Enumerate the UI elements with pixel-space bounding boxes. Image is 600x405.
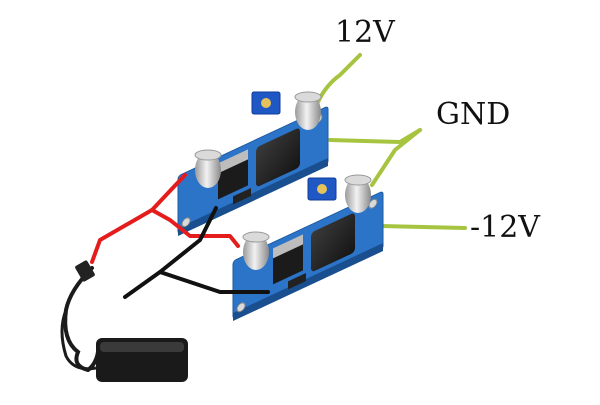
label-neg-12v: -12V xyxy=(470,210,540,245)
upper-module-parts xyxy=(194,91,322,188)
capacitor-input xyxy=(243,234,269,270)
buck-module-lower xyxy=(232,191,384,321)
capacitor-output xyxy=(295,94,321,130)
diode xyxy=(233,187,251,205)
negative-input-wires xyxy=(123,206,270,299)
capacitor-output xyxy=(345,177,371,213)
buck-module-upper xyxy=(177,106,329,236)
diode xyxy=(288,272,306,290)
adapter-cable xyxy=(63,266,100,373)
mounting-hole xyxy=(236,302,246,313)
capacitor-input xyxy=(195,152,221,188)
wire-n12v xyxy=(378,224,467,230)
label-gnd: GND xyxy=(436,97,511,132)
wire-gnd-bottom xyxy=(370,128,422,187)
inductor xyxy=(256,128,300,187)
lower-module-parts xyxy=(242,174,372,270)
output-wires xyxy=(316,53,467,230)
positive-input-wires xyxy=(90,173,240,264)
label-12v: 12V xyxy=(335,15,395,50)
power-adapter xyxy=(60,260,188,382)
mounting-hole xyxy=(368,198,378,209)
inductor xyxy=(311,213,355,272)
mounting-hole xyxy=(181,217,191,228)
wire-12v xyxy=(316,53,362,104)
dc-plug xyxy=(75,260,95,282)
